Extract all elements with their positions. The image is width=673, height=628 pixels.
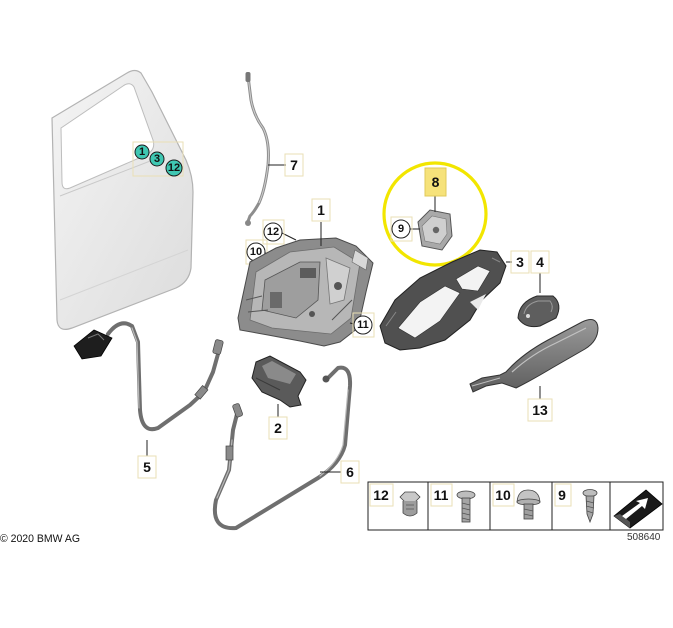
rear-door-panel (51, 69, 194, 330)
fastener-table: 12 11 10 (367, 481, 664, 531)
handle-cap (517, 295, 560, 328)
fastener-cell-9[interactable]: 9 (554, 483, 598, 524)
callout-13-label: 13 (532, 402, 548, 418)
diagram-number: 508640 (627, 532, 661, 543)
callout-13[interactable]: 13 (527, 398, 553, 422)
callout-3[interactable]: 3 (510, 250, 530, 274)
door-callout-12-label: 12 (168, 162, 180, 174)
callout-6[interactable]: 6 (340, 460, 360, 484)
callout-11-screw[interactable]: 11 (352, 312, 375, 338)
lock-cover (251, 355, 307, 408)
copyright-text: © 2020 BMW AG (0, 533, 80, 545)
tapping-screw-icon (582, 489, 598, 524)
door-callout-1[interactable]: 1 (134, 144, 150, 160)
release-cable-front (73, 321, 224, 432)
outer-door-handle (469, 319, 599, 393)
door-lock (237, 237, 374, 347)
fastener-cell-10[interactable]: 10 (492, 483, 541, 520)
callout-8[interactable]: 8 (424, 167, 447, 197)
callout-5-label: 5 (143, 459, 151, 475)
callout-1-label: 1 (317, 202, 325, 218)
wedge-arrow-icon (613, 489, 663, 529)
door-callout-3-label: 3 (154, 153, 160, 165)
callout-10-clip[interactable]: 10 (245, 239, 268, 265)
release-cable-rear (213, 365, 353, 531)
callout-12-clip-label: 12 (267, 226, 279, 238)
callout-12-clip[interactable]: 12 (262, 219, 285, 245)
fastener-cell-12-label: 12 (373, 487, 389, 503)
callout-3-label: 3 (516, 254, 524, 270)
fastener-cell-10-label: 10 (495, 487, 511, 503)
fastener-cell-11-label: 11 (434, 487, 449, 503)
callout-5[interactable]: 5 (137, 455, 157, 479)
callout-2-label: 2 (274, 420, 282, 436)
fastener-cell-12[interactable]: 12 (369, 483, 421, 517)
fastener-cell-9-label: 9 (558, 487, 566, 503)
callout-4-label: 4 (536, 254, 544, 270)
callout-1[interactable]: 1 (311, 198, 331, 222)
callout-7[interactable]: 7 (284, 153, 304, 177)
door-callout-12[interactable]: 12 (165, 159, 183, 177)
fastener-cell-11[interactable]: 11 (430, 483, 476, 523)
callout-8-label: 8 (432, 174, 440, 190)
handle-carrier (379, 249, 507, 351)
fastener-cell-wedge[interactable] (613, 489, 663, 529)
flat-head-screw-icon (456, 490, 476, 523)
door-callout-group: 1 3 12 (132, 141, 184, 177)
callout-4[interactable]: 4 (530, 250, 550, 274)
callout-2[interactable]: 2 (268, 416, 288, 440)
nut-clip-icon (399, 491, 421, 517)
callout-6-label: 6 (346, 464, 354, 480)
highlight-ring (382, 161, 488, 267)
door-callout-3[interactable]: 3 (149, 151, 165, 167)
callout-10-clip-label: 10 (250, 246, 262, 258)
callout-11-screw-label: 11 (357, 319, 369, 331)
callout-9-screw[interactable]: 9 (390, 216, 413, 242)
callout-9-screw-label: 9 (398, 223, 404, 235)
bracket-part (417, 209, 453, 251)
callout-7-label: 7 (290, 157, 298, 173)
round-head-bolt-icon (516, 489, 541, 520)
door-callout-1-label: 1 (139, 146, 145, 158)
lock-rod (245, 72, 270, 226)
